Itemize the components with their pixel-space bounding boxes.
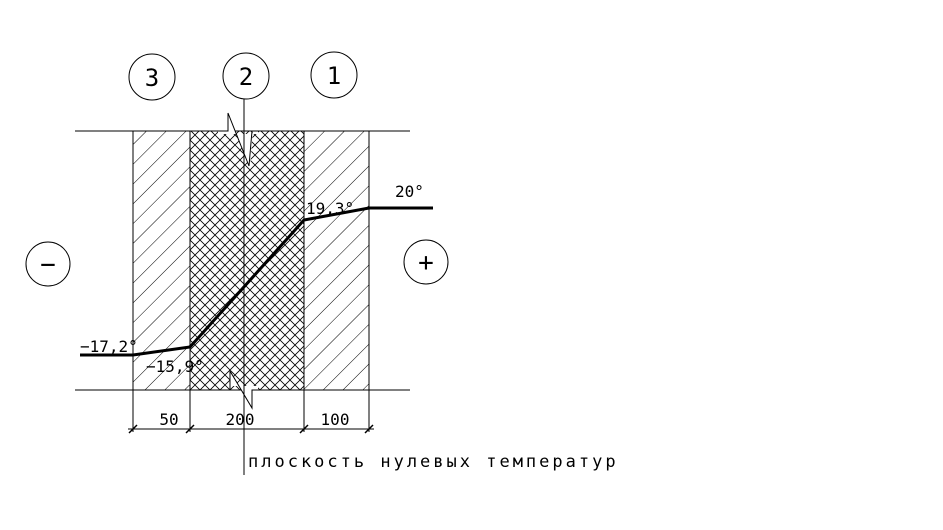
- layer-1-number: 1: [327, 62, 341, 90]
- layer-1-marker: 1: [310, 51, 358, 99]
- temperature-profile-line: [80, 206, 433, 357]
- bottom-break-mark: [218, 370, 258, 409]
- inside-temperature-label: 20°: [395, 182, 424, 201]
- layer-3-number: 3: [145, 64, 159, 92]
- layer-1-thickness-label: 100: [321, 410, 350, 429]
- layer-2-number: 2: [239, 63, 253, 91]
- cold-side-sign: −: [40, 250, 56, 280]
- top-break-line: [218, 112, 258, 167]
- layer-3-marker: 3: [128, 53, 176, 101]
- bottom-break-line: [218, 369, 258, 410]
- layer-1-hatch: [303, 130, 370, 391]
- warm-side-marker: +: [403, 239, 449, 285]
- zero-temperature-plane-caption: плоскость нулевых температур: [248, 452, 619, 472]
- interface-2-1-temperature-label: 19,3°: [306, 199, 354, 218]
- dimension-line: [128, 390, 374, 434]
- layer-3-thickness-label: 50: [159, 410, 178, 429]
- layer-2-thickness-label: 200: [226, 410, 255, 429]
- layer-2-crosshatch: [189, 130, 305, 391]
- layer-2-marker: 2: [222, 52, 270, 100]
- warm-side-sign: +: [418, 248, 434, 278]
- outside-temperature-label: −17,2°: [80, 337, 138, 356]
- interface-3-2-temperature-label: −15,9°: [146, 357, 204, 376]
- cold-side-marker: −: [25, 241, 71, 287]
